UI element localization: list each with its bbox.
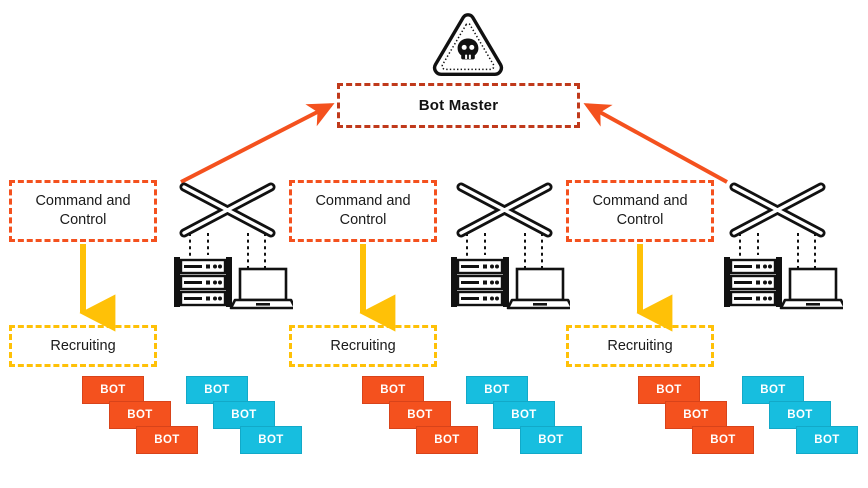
- bot-card: BOT: [520, 426, 582, 454]
- bot-card: BOT: [240, 426, 302, 454]
- arrow-right-to-botmaster: [583, 103, 728, 184]
- bot-card: BOT: [796, 426, 858, 454]
- network-group-2: [445, 175, 574, 315]
- laptop-icon: [506, 267, 574, 310]
- arrow-left-to-botmaster: [180, 103, 335, 184]
- command-and-control-box-1: Command and Control: [9, 180, 157, 242]
- laptop-icon: [779, 267, 847, 310]
- bot-card: BOT: [389, 401, 451, 429]
- botmaster-node: Bot Master: [337, 83, 580, 128]
- recruiting-label: Recruiting: [330, 338, 396, 354]
- command-and-control-box-2: Command and Control: [289, 180, 437, 242]
- bot-card: BOT: [136, 426, 198, 454]
- bot-card: BOT: [82, 376, 144, 404]
- x-cross-network-icon: [729, 182, 826, 238]
- bot-card: BOT: [692, 426, 754, 454]
- bot-card: BOT: [109, 401, 171, 429]
- bot-card: BOT: [742, 376, 804, 404]
- bot-card: BOT: [416, 426, 478, 454]
- recruiting-label: Recruiting: [50, 338, 116, 354]
- server-rack-icon: [451, 257, 509, 307]
- laptop-icon: [229, 267, 297, 310]
- bot-card: BOT: [638, 376, 700, 404]
- bot-card: BOT: [769, 401, 831, 429]
- server-rack-icon: [174, 257, 232, 307]
- command-and-control-label: Command and Control: [592, 193, 688, 228]
- recruiting-box-2: Recruiting: [289, 325, 437, 367]
- recruiting-box-1: Recruiting: [9, 325, 157, 367]
- bot-card: BOT: [213, 401, 275, 429]
- bot-card: BOT: [665, 401, 727, 429]
- bot-card: BOT: [493, 401, 555, 429]
- botmaster-label: Bot Master: [418, 97, 499, 114]
- recruiting-box-3: Recruiting: [566, 325, 714, 367]
- bot-card: BOT: [186, 376, 248, 404]
- network-group-3: [718, 175, 847, 315]
- recruiting-label: Recruiting: [607, 338, 673, 354]
- skull-warning-triangle-icon: [432, 12, 504, 78]
- command-and-control-label: Command and Control: [315, 193, 411, 228]
- command-and-control-label: Command and Control: [35, 193, 131, 228]
- x-cross-network-icon: [456, 182, 553, 238]
- command-and-control-box-3: Command and Control: [566, 180, 714, 242]
- bot-card: BOT: [466, 376, 528, 404]
- network-group-1: [168, 175, 297, 315]
- server-rack-icon: [724, 257, 782, 307]
- x-cross-network-icon: [179, 182, 276, 238]
- bot-card: BOT: [362, 376, 424, 404]
